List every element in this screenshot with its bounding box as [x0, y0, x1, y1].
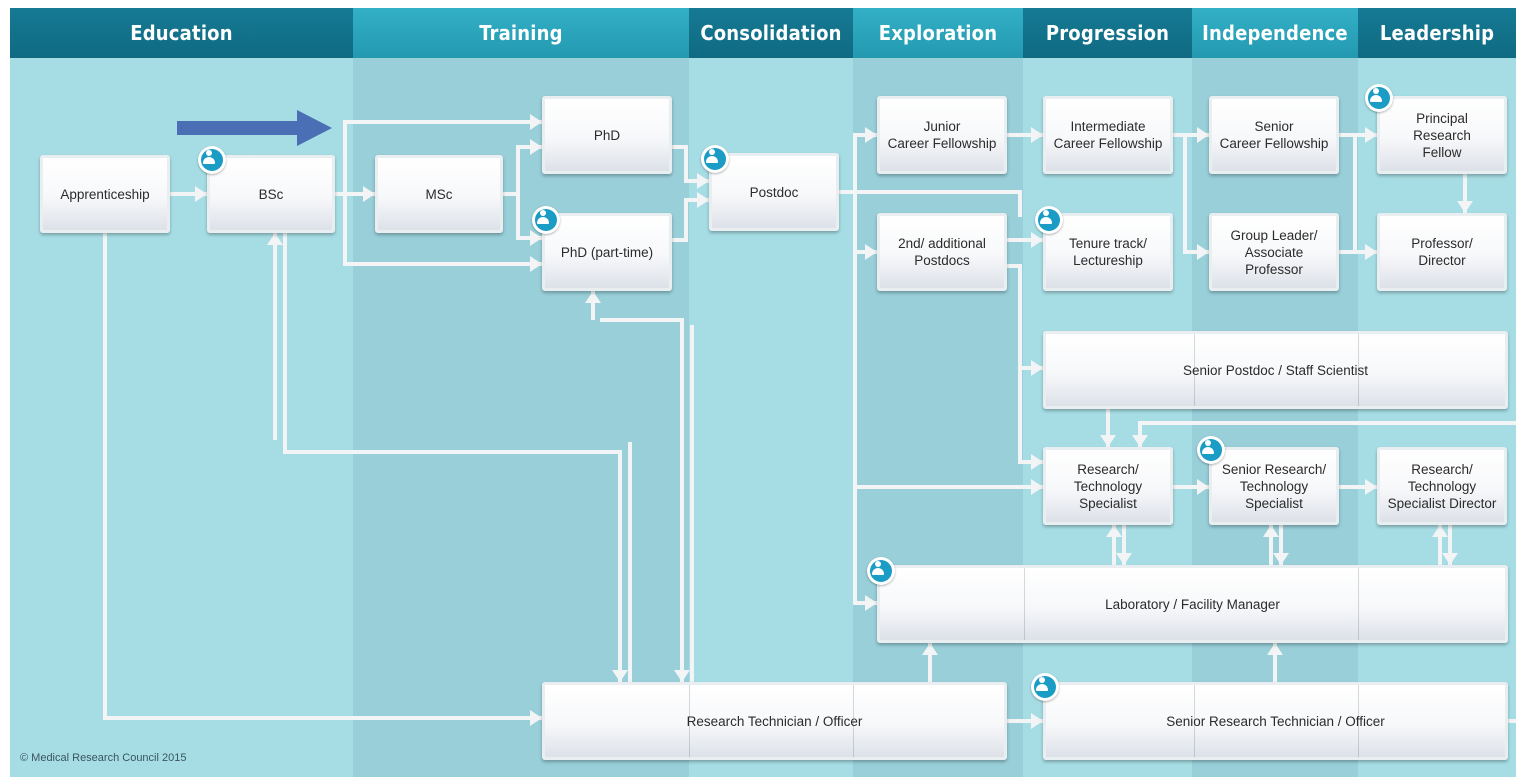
- node-additional-postdocs: 2nd/ additional Postdocs: [877, 213, 1007, 291]
- node-research-technology-specialist-director: Research/ Technology Specialist Director: [1377, 447, 1507, 525]
- connector-arrowhead: [530, 230, 542, 246]
- node-intermediate-career-fellowship: Intermediate Career Fellowship: [1043, 96, 1173, 174]
- connector-arrowhead: [1031, 360, 1043, 376]
- node-senior-postdoc: Senior Postdoc / Staff Scientist: [1043, 331, 1508, 409]
- column-header-training: Training: [353, 8, 689, 58]
- node-senior-research-technician-officer: Senior Research Technician / Officer: [1043, 682, 1508, 760]
- node-senior-career-fellowship: Senior Career Fellowship: [1209, 96, 1339, 174]
- connector-arrowhead: [865, 127, 877, 143]
- connector-arrowhead: [1106, 525, 1122, 537]
- copyright-footer: © Medical Research Council 2015: [20, 752, 187, 764]
- column-bg-education: [10, 8, 353, 777]
- person-icon: [198, 146, 226, 174]
- connector-arrowhead: [1031, 713, 1043, 729]
- connector-arrowhead: [612, 670, 628, 682]
- connector-arrowhead: [1100, 435, 1116, 447]
- node-junior-career-fellowship: Junior Career Fellowship: [877, 96, 1007, 174]
- connector-arrowhead: [1263, 525, 1279, 537]
- connector-arrowhead: [697, 192, 709, 208]
- connector-arrowhead: [530, 139, 542, 155]
- connector-arrowhead: [1365, 127, 1377, 143]
- person-icon: [1197, 436, 1225, 464]
- connector-arrowhead: [1031, 454, 1043, 470]
- connector-arrowhead: [267, 233, 283, 245]
- connector-arrowhead: [922, 643, 938, 655]
- column-header-progression: Progression: [1023, 8, 1192, 58]
- column-header-leadership: Leadership: [1358, 8, 1516, 58]
- connector-arrowhead: [865, 595, 877, 611]
- node-group-leader: Group Leader/ Associate Professor: [1209, 213, 1339, 291]
- node-postdoc: Postdoc: [709, 153, 839, 231]
- connector-arrowhead: [195, 186, 207, 202]
- column-header-exploration: Exploration: [853, 8, 1023, 58]
- person-icon: [1035, 206, 1063, 234]
- connector-arrowhead: [1457, 201, 1473, 213]
- connector-arrowhead: [363, 186, 375, 202]
- column-header-consolidation: Consolidation: [689, 8, 853, 58]
- connector-arrowhead: [1267, 643, 1283, 655]
- connector-arrowhead: [1132, 435, 1148, 447]
- column-header-education: Education: [10, 8, 353, 58]
- connector-arrowhead: [1197, 127, 1209, 143]
- connector-arrowhead: [1031, 232, 1043, 248]
- person-icon: [1031, 673, 1059, 701]
- node-senior-research-technology-specialist: Senior Research/ Technology Specialist: [1209, 447, 1339, 525]
- connector-arrowhead: [1116, 553, 1132, 565]
- connector-arrowhead: [1031, 479, 1043, 495]
- node-apprenticeship: Apprenticeship: [40, 155, 170, 233]
- connector-arrowhead: [1031, 127, 1043, 143]
- connector-arrowhead: [1273, 553, 1289, 565]
- connector-arrowhead: [1432, 525, 1448, 537]
- node-research-technician-officer: Research Technician / Officer: [542, 682, 1007, 760]
- node-professor-director: Professor/ Director: [1377, 213, 1507, 291]
- connector-arrowhead: [530, 256, 542, 272]
- connector-arrowhead: [530, 114, 542, 130]
- connector-line: [343, 194, 542, 266]
- connector-line: [839, 190, 1022, 217]
- person-icon: [867, 557, 895, 585]
- connector-line: [103, 233, 542, 720]
- person-icon: [532, 206, 560, 234]
- node-bsc: BSc: [207, 155, 335, 233]
- node-msc: MSc: [375, 155, 503, 233]
- node-tenure-track: Tenure track/ Lectureship: [1043, 213, 1173, 291]
- connector-line: [600, 318, 684, 682]
- connector-arrowhead: [1365, 244, 1377, 260]
- node-research-technology-specialist: Research/ Technology Specialist: [1043, 447, 1173, 525]
- person-icon: [1365, 84, 1393, 112]
- connector-arrowhead: [1197, 479, 1209, 495]
- column-bg-consolidation: [689, 8, 853, 777]
- node-phd: PhD: [542, 96, 672, 174]
- node-principal-research-fellow: Principal Research Fellow: [1377, 96, 1507, 174]
- connector-arrowhead: [1197, 244, 1209, 260]
- column-header-independence: Independence: [1192, 8, 1358, 58]
- connector-arrowhead: [865, 244, 877, 260]
- person-icon: [701, 145, 729, 173]
- node-laboratory-facility-manager: Laboratory / Facility Manager: [877, 565, 1508, 643]
- connector-arrowhead: [585, 291, 601, 303]
- connector-arrowhead: [1365, 479, 1377, 495]
- node-phd-part-time: PhD (part-time): [542, 213, 672, 291]
- connector-arrowhead: [530, 710, 542, 726]
- connector-line: [343, 120, 542, 194]
- connector-arrowhead: [1442, 553, 1458, 565]
- connector-arrowhead: [697, 173, 709, 189]
- connector-arrowhead: [674, 670, 690, 682]
- connector-line: [283, 233, 622, 682]
